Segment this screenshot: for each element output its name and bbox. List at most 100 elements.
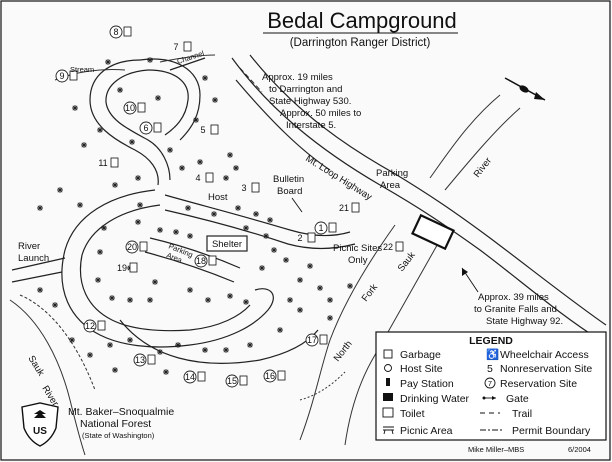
site-pad (251, 182, 260, 193)
tree-icon (211, 211, 217, 217)
campsite-15: 15 (225, 374, 248, 388)
tree-icon (233, 165, 239, 171)
tree-icon (81, 142, 87, 148)
tree-icon (77, 202, 83, 208)
campsite-number: 20 (127, 242, 137, 252)
campsite-number: 15 (227, 376, 237, 386)
tree-icon (205, 297, 211, 303)
dir-top-5: Interstate 5. (286, 120, 336, 131)
tree-icon (112, 367, 118, 373)
campsite-11: 11 (98, 157, 119, 168)
tree-icon (173, 229, 179, 235)
campsite-number: 5 (200, 125, 205, 135)
campsite-22: 22 (383, 241, 404, 252)
site-pad (97, 320, 106, 331)
reservation-site-circle (225, 374, 239, 388)
legend-item-reservation: 7 Reservation Site (484, 377, 577, 390)
bridge (410, 213, 456, 251)
tree-icon (147, 57, 153, 63)
north-arrow (504, 77, 546, 101)
tree-icon (179, 165, 185, 171)
tree-icon (202, 75, 208, 81)
tree-icon (175, 342, 181, 348)
tree-icon (57, 187, 63, 193)
site-pad (205, 172, 214, 183)
tree-icon (95, 277, 101, 283)
campsite-number: 1 (318, 223, 323, 233)
label-river-launch-1: River (18, 241, 40, 252)
legend-item-trail: Trail (480, 408, 532, 420)
tree-icon (247, 342, 253, 348)
tree-icon (259, 265, 265, 271)
tree-icon (297, 277, 303, 283)
tree-icon (157, 349, 163, 355)
tree-icon (202, 347, 208, 353)
site-pad (153, 122, 162, 133)
tree-icon (155, 95, 161, 101)
tree-icon (127, 337, 133, 343)
drinking-water-icon (383, 393, 393, 401)
reservation-site-circle (133, 353, 147, 367)
picnic-table-icon (383, 426, 394, 435)
site-pad (110, 157, 119, 168)
campsite-number: 6 (143, 123, 148, 133)
label-sauk: Sauk (396, 250, 418, 274)
pay-station-icon (386, 378, 390, 386)
campsite-number: 4 (195, 173, 200, 183)
campsite-16: 16 (263, 369, 286, 383)
legend-item-drinking-water: Drinking Water (383, 393, 470, 405)
tree-icon (87, 352, 93, 358)
site-pad (319, 334, 328, 345)
tree-icon (243, 299, 249, 305)
campsite-1: 1 (314, 221, 337, 235)
tree-icon (212, 97, 218, 103)
host-site-icon (384, 364, 392, 372)
tree-icon (163, 369, 169, 375)
label-north: North (332, 339, 355, 364)
legend-item-garbage: Garbage (383, 349, 441, 361)
tree-icon (253, 211, 259, 217)
tree-icon (271, 247, 277, 253)
site-pad (183, 41, 192, 52)
tree-icon (147, 297, 153, 303)
tree-icon (135, 219, 141, 225)
campsite-12: 12 (83, 319, 106, 333)
usfs-logo: US (21, 402, 59, 447)
campsite-2: 2 (297, 232, 316, 243)
label-sauk-river-1: Sauk (25, 354, 46, 378)
tree-icon (327, 315, 333, 321)
campsite-10: 10 (123, 101, 146, 115)
legend-item-pay-station: Pay Station (386, 378, 454, 390)
map-credit: Mike Miller–MBS (468, 445, 524, 454)
legend-label-gate: Gate (506, 393, 529, 405)
legend-item-wheelchair: ♿ Wheelchair Access (486, 348, 589, 361)
legend-box (375, 331, 607, 441)
map-date: 6/2004 (568, 445, 591, 454)
site-pad (328, 222, 337, 233)
site-pad (129, 262, 138, 273)
legend-item-host-site: Host Site (384, 363, 443, 375)
site-pad (69, 70, 78, 81)
site-pad (210, 124, 219, 135)
tree-icon (283, 257, 289, 263)
tree-icon (137, 202, 143, 208)
campsite-number: 19 (117, 263, 127, 273)
site-pad (123, 26, 132, 37)
tree-icon (317, 285, 323, 291)
tree-icon (235, 205, 241, 211)
campsite-number: 11 (98, 158, 107, 168)
campsite-number: 22 (383, 242, 393, 252)
legend-item-permit-boundary: Permit Boundary (480, 425, 591, 437)
usfs-tree-icon (34, 410, 46, 418)
dir-top-1: Approx. 19 miles (262, 72, 333, 83)
reservation-site-circle (109, 25, 123, 39)
tree-icon (97, 249, 103, 255)
site-pad (351, 202, 360, 213)
campsite-5: 5 (200, 124, 219, 135)
dir-top-2: to Darrington and (269, 84, 342, 95)
reservation-site-circle (125, 240, 139, 254)
campsite-13: 13 (133, 353, 156, 367)
site-pad (277, 370, 286, 381)
